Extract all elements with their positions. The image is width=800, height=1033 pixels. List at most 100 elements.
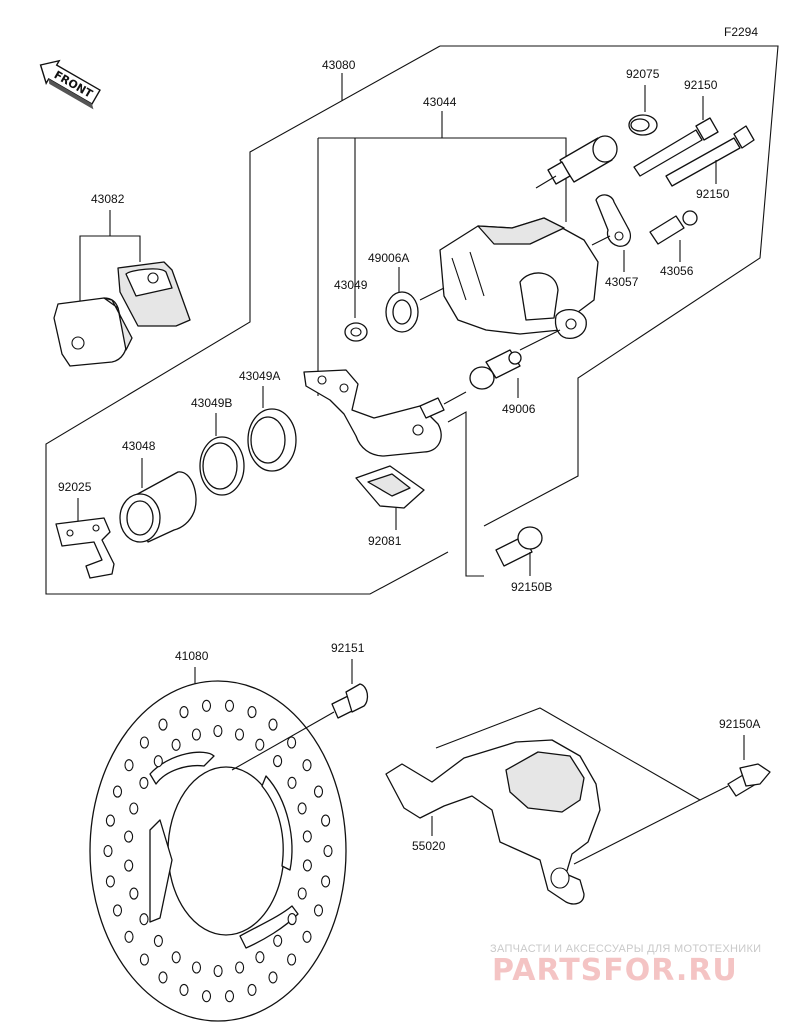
disc-vent-hole bbox=[268, 971, 278, 984]
disc-vent-hole bbox=[112, 904, 123, 917]
disc-vent-hole bbox=[129, 802, 139, 815]
disc-vent-hole bbox=[158, 718, 168, 731]
disc-vent-hole bbox=[255, 951, 265, 964]
label-43082: 43082 bbox=[91, 192, 125, 206]
label-43044: 43044 bbox=[423, 95, 457, 109]
disc-vent-hole bbox=[255, 738, 265, 751]
disc-vent-hole bbox=[139, 776, 149, 789]
disc-vent-hole bbox=[287, 913, 297, 926]
disc-vent-hole bbox=[302, 830, 312, 843]
label-43049A: 43049A bbox=[239, 369, 280, 383]
disc-vent-hole bbox=[297, 887, 307, 900]
disc-vent-hole bbox=[179, 706, 189, 719]
disc-vent-hole bbox=[302, 930, 312, 943]
disc-vent-hole bbox=[158, 971, 168, 984]
disc-vent-hole bbox=[112, 785, 123, 798]
disc-vent-hole bbox=[213, 964, 223, 978]
disc-vent-hole bbox=[124, 859, 134, 872]
brake-pad-rear bbox=[117, 261, 191, 327]
disc-vent-hole bbox=[103, 844, 113, 858]
disc-vent-hole bbox=[224, 699, 235, 712]
disc-vent-hole bbox=[124, 830, 134, 843]
seal-43049B bbox=[199, 436, 245, 496]
label-43080: 43080 bbox=[322, 58, 356, 72]
label-92150A: 92150A bbox=[719, 717, 760, 731]
disc-vent-hole bbox=[191, 961, 202, 974]
label-43056: 43056 bbox=[660, 264, 694, 278]
watermark-brand: PARTSFOR.RU bbox=[492, 953, 738, 988]
disc-vent-hole bbox=[302, 759, 312, 772]
disc-vent-hole bbox=[201, 990, 212, 1003]
label-49006: 49006 bbox=[502, 402, 536, 416]
disc-vent-hole bbox=[139, 736, 149, 749]
disc-vent-holes bbox=[103, 699, 333, 1003]
disc-vent-hole bbox=[124, 759, 134, 772]
disc-vent-hole bbox=[191, 728, 201, 741]
disc-vent-hole bbox=[105, 814, 115, 827]
caliper-43044-outline bbox=[318, 137, 567, 222]
bolt-92150A bbox=[727, 763, 771, 797]
disc-vent-hole bbox=[179, 983, 189, 996]
slide-pin-boot bbox=[547, 135, 618, 185]
disc-vent-hole bbox=[171, 738, 181, 751]
label-92150-top: 92150 bbox=[684, 78, 718, 92]
disc-vent-hole bbox=[235, 961, 245, 974]
link-43057 bbox=[595, 194, 632, 247]
disc-vent-hole bbox=[287, 953, 297, 966]
disc-vent-hole bbox=[124, 930, 134, 943]
disc-vent-hole bbox=[234, 728, 245, 741]
caliper-body bbox=[439, 217, 599, 339]
seal-43049A bbox=[247, 408, 297, 472]
disc-vent-hole bbox=[247, 706, 257, 719]
brake-disc-41080 bbox=[89, 680, 347, 1022]
bolt-92150B bbox=[495, 526, 543, 567]
label-41080: 41080 bbox=[175, 649, 209, 663]
label-92151: 92151 bbox=[331, 641, 365, 655]
disc-vent-hole bbox=[287, 776, 297, 789]
pin-92150-upper bbox=[633, 117, 719, 177]
label-92150-mid: 92150 bbox=[696, 187, 730, 201]
disc-vent-hole bbox=[297, 802, 307, 815]
disc-vent-hole bbox=[247, 983, 257, 996]
disc-vent-hole bbox=[153, 934, 163, 947]
label-43057: 43057 bbox=[605, 275, 639, 289]
disc-vent-hole bbox=[321, 814, 331, 827]
caliper-bracket bbox=[303, 369, 445, 457]
disc-vent-hole bbox=[129, 887, 139, 900]
label-92025: 92025 bbox=[58, 480, 92, 494]
disc-vent-hole bbox=[139, 913, 149, 926]
watermark-tagline: ЗАПЧАСТИ И АКСЕССУАРЫ ДЛЯ МОТОТЕХНИКИ bbox=[490, 943, 761, 955]
pin-49006 bbox=[469, 349, 522, 390]
label-92075: 92075 bbox=[626, 67, 660, 81]
disc-vent-hole bbox=[273, 755, 283, 768]
disc-vent-hole bbox=[323, 844, 333, 858]
washer-43049 bbox=[344, 322, 368, 342]
seal-49006A bbox=[385, 291, 419, 333]
label-43049B: 43049B bbox=[191, 396, 232, 410]
brake-pad-front bbox=[53, 297, 133, 367]
assembly-43080-outline-left bbox=[45, 45, 449, 595]
bleeder-43056 bbox=[649, 210, 698, 245]
disc-vent-hole bbox=[139, 953, 149, 966]
disc-vent-hole bbox=[153, 755, 163, 768]
pad-spring-92081 bbox=[355, 465, 425, 509]
label-92081: 92081 bbox=[368, 534, 402, 548]
disc-vent-hole bbox=[313, 904, 324, 917]
assembly-43080-outline bbox=[440, 45, 779, 527]
caliper-holder-55020 bbox=[385, 739, 601, 905]
figure-code: F2294 bbox=[724, 25, 758, 39]
label-43048: 43048 bbox=[122, 439, 156, 453]
disc-vent-hole bbox=[302, 859, 312, 872]
piston-43048 bbox=[119, 471, 197, 543]
label-49006A: 49006A bbox=[368, 251, 409, 265]
disc-vent-hole bbox=[268, 718, 278, 731]
label-43049: 43049 bbox=[334, 278, 368, 292]
front-arrow-icon: FRONT bbox=[39, 59, 101, 110]
boot-92075 bbox=[628, 114, 658, 136]
disc-vent-hole bbox=[213, 724, 223, 738]
pin-92150-lower bbox=[665, 125, 755, 187]
label-92150B: 92150B bbox=[511, 580, 552, 594]
disc-vent-hole bbox=[171, 951, 181, 964]
disc-vent-hole bbox=[287, 736, 297, 749]
